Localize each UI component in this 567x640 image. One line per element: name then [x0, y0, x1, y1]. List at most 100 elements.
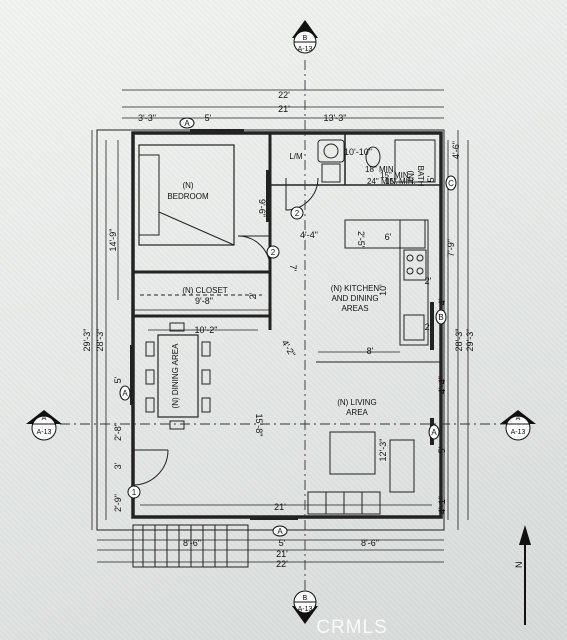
svg-text:A: A: [431, 428, 437, 437]
svg-text:22': 22': [278, 90, 290, 100]
coffee-table: [329, 431, 376, 475]
wall-tag-c-right: C: [445, 175, 457, 191]
svg-text:2: 2: [271, 248, 276, 257]
dims-top: 22' 21' 3'-3" 5' 13'-3": [138, 90, 346, 123]
living-label-2: AREA: [346, 408, 368, 417]
svg-text:10'-2": 10'-2": [195, 325, 218, 335]
outer-wall: [131, 131, 443, 519]
kitchen-label-2: AND DINING: [331, 294, 378, 303]
svg-text:2: 2: [295, 209, 300, 218]
svg-text:2'-5": 2'-5": [356, 231, 366, 249]
svg-text:A-13: A-13: [511, 429, 526, 436]
svg-text:21': 21': [276, 549, 288, 559]
kitchen-counter: [344, 219, 426, 249]
svg-text:21': 21': [274, 502, 286, 512]
svg-text:N: N: [514, 562, 524, 569]
bedroom-label-2: BEDROOM: [167, 192, 209, 201]
door-tag-2: 2: [266, 245, 280, 259]
vanity: [317, 139, 345, 163]
dims-left: 29'-3" 28'-3" 14'-9" 5' 2'-8" 3' 2'-9" 1…: [82, 229, 264, 512]
shower: [394, 139, 436, 183]
svg-text:9'-6": 9'-6": [257, 199, 267, 217]
svg-text:28'-3": 28'-3": [454, 329, 464, 352]
svg-text:2'-8": 2'-8": [113, 423, 123, 441]
section-marker-right: A A-13: [500, 410, 536, 441]
svg-text:24" MIN.: 24" MIN.: [367, 177, 398, 186]
svg-text:14'-9": 14'-9": [108, 229, 118, 252]
svg-text:2'-9": 2'-9": [113, 494, 123, 512]
svg-text:15'-8": 15'-8": [254, 414, 264, 437]
svg-text:2': 2': [248, 292, 258, 299]
svg-text:4': 4': [437, 298, 447, 305]
north-arrow: N: [514, 525, 531, 625]
svg-text:10': 10': [378, 284, 388, 296]
svg-text:21': 21': [278, 104, 290, 114]
door-swing-1: [132, 449, 169, 486]
svg-text:2': 2': [425, 276, 432, 286]
svg-text:1: 1: [132, 488, 137, 497]
svg-text:B: B: [303, 595, 308, 602]
svg-text:B: B: [438, 313, 443, 322]
dining-label: (N) DINING AREA: [171, 343, 180, 409]
svg-text:A-13: A-13: [37, 429, 52, 436]
section-marker-top: B A-13: [292, 20, 318, 54]
washer: [321, 163, 341, 183]
svg-text:4'-6": 4'-6": [451, 141, 461, 159]
svg-text:B: B: [303, 35, 308, 42]
svg-text:15" MIN.: 15" MIN.: [380, 171, 411, 180]
svg-text:29'-3": 29'-3": [465, 329, 475, 352]
wall-tag-a-left: A: [119, 385, 131, 401]
svg-text:22': 22': [276, 559, 288, 569]
wall-tag-b-right: B: [435, 309, 447, 325]
kitchen-sink: [403, 314, 425, 341]
bedroom-label: (N): [182, 181, 193, 190]
svg-text:A: A: [184, 119, 190, 128]
section-marker-bottom: B A-13: [292, 590, 318, 624]
kitchen-counter-east: [399, 219, 429, 346]
bath-label: (N): [406, 170, 415, 181]
svg-text:C: C: [448, 179, 454, 188]
svg-text:2': 2': [425, 322, 432, 332]
kitchen-label: (N) KITCHEN: [331, 284, 380, 293]
svg-text:12'-3": 12'-3": [378, 439, 388, 462]
outer-wall-line: [96, 129, 445, 531]
svg-text:4'-4": 4'-4": [300, 230, 318, 240]
svg-text:5': 5': [426, 175, 436, 182]
dimension-lines: [91, 89, 469, 563]
svg-text:7': 7': [288, 265, 298, 272]
svg-text:8'-6": 8'-6": [183, 538, 201, 548]
stove: [403, 249, 427, 281]
svg-text:5': 5': [113, 376, 123, 383]
door-tag-3: 2: [290, 206, 304, 220]
wall-tag-a-top: A: [179, 117, 195, 129]
lm-label: L/M: [289, 152, 303, 161]
svg-text:6': 6': [385, 232, 392, 242]
svg-text:18" MIN.: 18" MIN.: [365, 165, 396, 174]
svg-text:5': 5': [437, 446, 447, 453]
dining-chairs: [145, 322, 211, 430]
bed-fold: [158, 211, 235, 246]
sink-basin: [323, 143, 339, 159]
svg-text:13'-3": 13'-3": [324, 113, 347, 123]
door-tag-1: 1: [127, 485, 141, 499]
svg-text:A: A: [277, 527, 283, 536]
bath-label-2: BATH: [416, 166, 425, 187]
svg-text:7'-9": 7'-9": [446, 239, 456, 257]
svg-text:29'-3": 29'-3": [82, 329, 92, 352]
armchair: [389, 439, 415, 493]
svg-text:5': 5': [279, 538, 286, 548]
svg-text:5': 5': [205, 113, 212, 123]
svg-text:A: A: [122, 389, 128, 398]
svg-text:15" MIN.: 15" MIN.: [385, 177, 416, 186]
living-label: (N) LIVING: [337, 398, 377, 407]
section-marker-left: A A-13: [26, 410, 62, 441]
svg-text:4'-4": 4'-4": [437, 376, 447, 394]
svg-text:A: A: [42, 415, 47, 422]
dining-table: [157, 334, 199, 418]
svg-text:3': 3': [113, 462, 123, 469]
closet-label: (N) CLOSET: [182, 286, 227, 295]
bed-pillow: [138, 154, 160, 236]
section-cut-lines: [60, 60, 510, 598]
door-swing-3: [285, 177, 319, 211]
